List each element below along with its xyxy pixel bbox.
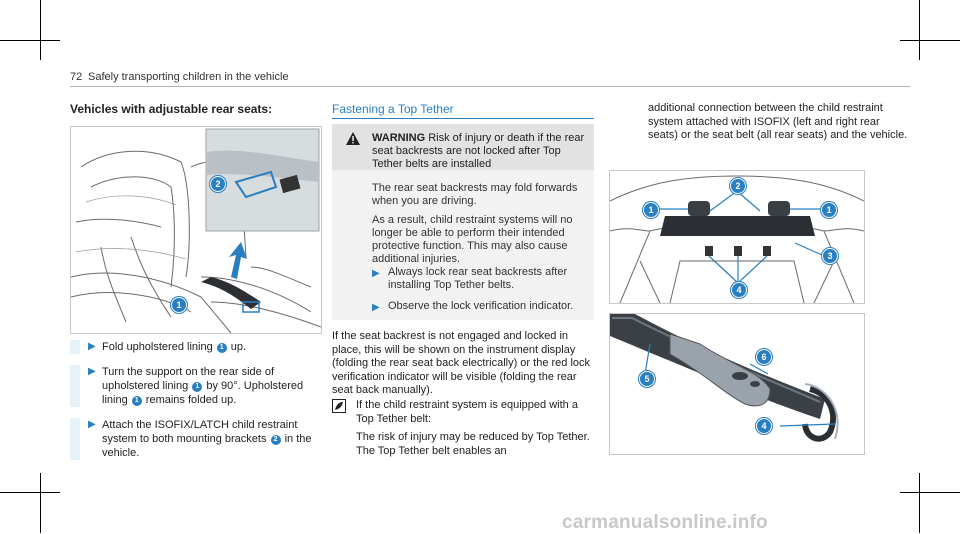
page-number: 72 — [70, 71, 83, 83]
warning-body: The rear seat backrests may fold forward… — [372, 182, 578, 265]
cargo-drawing — [610, 175, 864, 303]
running-header: Safely transporting children in the vehi… — [88, 71, 289, 83]
warning-title: WARNING Risk of injury or death if the r… — [372, 132, 585, 170]
step-bar — [70, 418, 80, 460]
step-item: ▶ Turn the support on the rear side of u… — [70, 365, 320, 407]
section-heading: Vehicles with adjustable rear seats: — [70, 102, 273, 116]
triangle-arrow-icon: ▶ — [372, 302, 380, 313]
body-paragraph: If the seat backrest is not engaged and … — [332, 330, 591, 396]
crop-mark — [40, 0, 41, 60]
triangle-arrow-icon: ▶ — [88, 341, 96, 352]
warning-header: WARNING Risk of injury or death if the r… — [332, 124, 594, 170]
triangle-arrow-icon: ▶ — [372, 268, 380, 279]
watermark: carmanualsonline.info — [562, 512, 768, 533]
warning-triangle-icon — [346, 132, 360, 145]
note-line: If the child restraint system is equippe… — [356, 399, 578, 425]
callout-4: 4 — [756, 418, 772, 434]
step-text: Turn the support on the rear side of uph… — [102, 366, 304, 406]
crop-mark — [40, 473, 41, 533]
triangle-arrow-icon: ▶ — [88, 366, 96, 377]
callout-1: 1 — [171, 297, 187, 313]
callout-2: 2 — [210, 176, 226, 192]
warning-item: ▶ Observe the lock verification indicato… — [372, 300, 574, 313]
crop-mark — [0, 492, 60, 493]
triangle-arrow-icon: ▶ — [88, 419, 96, 430]
step-bar — [70, 365, 80, 407]
top-tether-illustration: 6 5 4 — [609, 313, 865, 455]
crop-mark — [900, 492, 960, 493]
body-paragraph: additional connection between the child … — [648, 102, 908, 141]
callout-2: 2 — [730, 178, 746, 194]
step-item: ▶ Fold upholstered lining 1 up. — [70, 340, 320, 354]
step-text: Fold upholstered lining 1 up. — [102, 341, 247, 353]
seat-drawing — [71, 128, 321, 333]
environment-note-icon — [332, 399, 346, 413]
subsection-rule — [332, 118, 594, 119]
callout-1: 1 — [643, 202, 659, 218]
rear-seat-illustration: 1 2 — [70, 126, 322, 334]
warning-item: ▶ Always lock rear seat backrests after … — [372, 266, 568, 291]
crop-mark — [919, 0, 920, 60]
crop-mark — [900, 40, 960, 41]
header-rule — [70, 86, 910, 87]
tether-hook-drawing — [610, 314, 839, 442]
callout-5: 5 — [639, 371, 655, 387]
step-bar — [70, 340, 80, 354]
subsection-heading: Fastening a Top Tether — [332, 102, 454, 116]
crop-mark — [919, 473, 920, 533]
callout-4: 4 — [731, 282, 747, 298]
callout-1: 1 — [821, 202, 837, 218]
step-text: Attach the ISOFIX/LATCH child restraint … — [102, 419, 312, 459]
callout-6: 6 — [756, 349, 772, 365]
warning-box: WARNING Risk of injury or death if the r… — [332, 124, 594, 320]
note-line: The risk of injury may be reduced by Top… — [356, 431, 590, 457]
note-block: If the child restraint system is equippe… — [332, 399, 594, 458]
step-item: ▶ Attach the ISOFIX/LATCH child restrain… — [70, 418, 320, 460]
crop-mark — [0, 40, 60, 41]
cargo-area-illustration: 1 2 1 3 4 — [609, 170, 865, 304]
callout-3: 3 — [822, 248, 838, 264]
instruction-steps: ▶ Fold upholstered lining 1 up. ▶ Turn t… — [70, 340, 320, 471]
